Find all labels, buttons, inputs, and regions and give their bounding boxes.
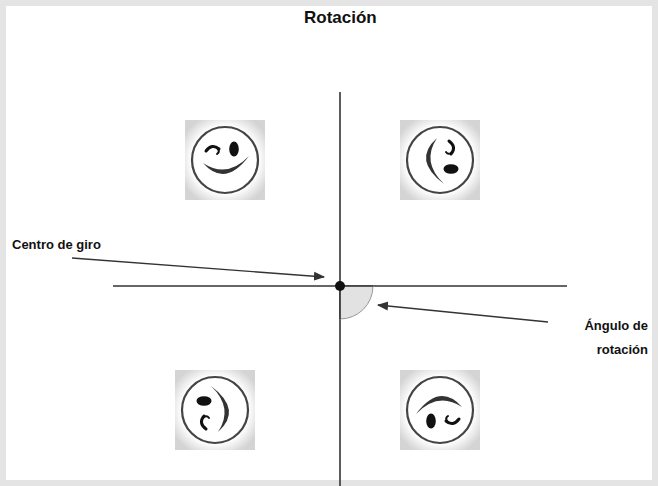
smiley-face — [175, 370, 255, 450]
canvas-ground — [6, 6, 652, 480]
smiley-face — [400, 370, 480, 450]
smiley-face — [400, 120, 480, 200]
diagram-title: Rotación — [304, 8, 377, 28]
center-label: Centro de giro — [12, 233, 101, 257]
angle-sector — [340, 286, 373, 319]
leader-line — [378, 305, 548, 322]
angle-label: Ángulo de rotación — [553, 314, 648, 362]
leader-line — [72, 258, 324, 277]
center-point — [335, 281, 345, 291]
smiley-face — [185, 120, 265, 200]
